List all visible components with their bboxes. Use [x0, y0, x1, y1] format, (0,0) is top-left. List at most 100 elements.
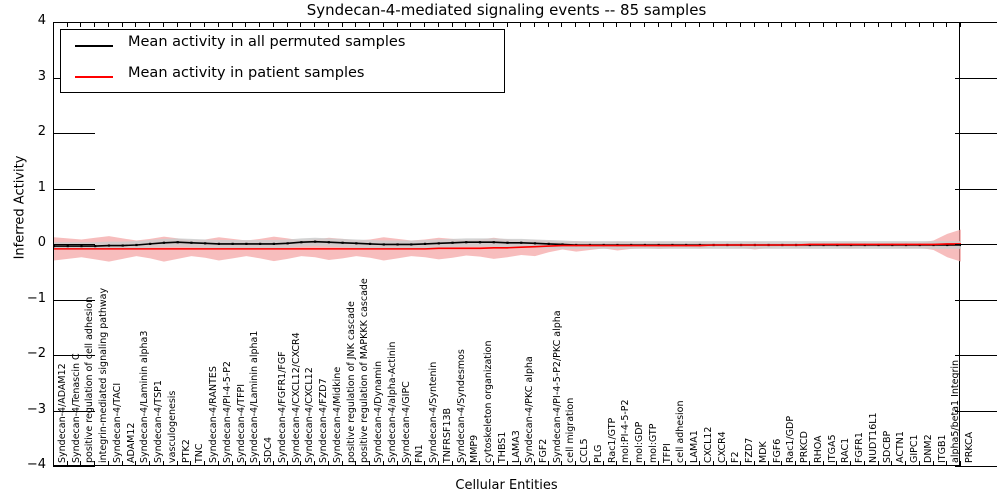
x-tick-mark: [382, 461, 384, 466]
x-tick-mark: [492, 461, 494, 466]
x-tick-label: Syndecan-4/RANTES: [208, 366, 220, 463]
x-tick-mark: [204, 22, 206, 27]
x-tick-mark: [960, 22, 961, 27]
x-tick-mark: [355, 461, 357, 466]
y-tick-mark: [53, 22, 95, 23]
y-tick-mark: [53, 410, 95, 412]
x-tick-label: MMP9: [469, 434, 481, 463]
x-tick-mark: [533, 461, 535, 466]
x-tick-label: Syndecan-4/TSP1: [153, 380, 165, 463]
x-tick-mark: [767, 461, 769, 466]
x-tick-mark: [877, 461, 879, 466]
x-tick-mark: [712, 461, 714, 466]
plot-svg: [54, 229, 961, 262]
x-tick-label: Syndecan-4/FZD7: [318, 378, 330, 463]
x-tick-mark: [932, 22, 934, 27]
x-tick-label: Syndecan-4/Dynamin: [373, 361, 385, 463]
x-tick-label: RHOA: [812, 435, 824, 463]
x-tick-mark: [327, 22, 329, 27]
x-tick-label: CXCL12: [702, 426, 714, 463]
x-tick-mark: [506, 461, 508, 466]
x-tick-mark: [424, 461, 426, 466]
y-tick-label: 4: [37, 13, 46, 28]
x-tick-mark: [107, 22, 109, 27]
x-tick-mark: [740, 22, 742, 27]
y-tick-mark: [53, 299, 95, 301]
x-tick-mark: [657, 22, 659, 27]
x-tick-mark: [204, 461, 206, 466]
x-tick-label: alpha5/beta1 Integrin: [950, 359, 962, 463]
x-tick-mark: [465, 22, 467, 27]
x-tick-label: THBS1: [496, 431, 508, 463]
x-tick-label: Syndecan-4/TACI: [111, 382, 123, 463]
x-tick-mark: [162, 461, 164, 466]
y-tick-mark: [955, 22, 997, 23]
x-tick-label: Syndecan-4/GIPC: [400, 381, 412, 463]
x-tick-mark: [53, 461, 54, 466]
x-tick-mark: [176, 461, 178, 466]
x-tick-label: Rac1/GDP: [785, 415, 797, 463]
x-tick-label: CXCR4: [716, 431, 728, 463]
chart-title: Syndecan-4-mediated signaling events -- …: [306, 1, 707, 19]
x-tick-label: FGF6: [771, 438, 783, 463]
x-tick-mark: [107, 461, 109, 466]
x-axis-label: Cellular Entities: [455, 478, 558, 493]
x-tick-label: Syndecan-4/Syndesmos: [455, 349, 467, 463]
x-tick-mark: [795, 22, 797, 27]
x-tick-mark: [341, 461, 343, 466]
x-tick-mark: [245, 461, 247, 466]
x-tick-mark: [891, 461, 893, 466]
y-tick-mark: [955, 133, 997, 134]
x-tick-mark: [341, 22, 343, 27]
x-tick-mark: [231, 22, 233, 27]
legend-entry: Mean activity in all permuted samples: [61, 30, 504, 61]
x-tick-mark: [630, 461, 632, 466]
x-tick-mark: [190, 22, 192, 27]
x-tick-mark: [369, 22, 371, 27]
y-tick-mark: [955, 355, 997, 356]
x-tick-mark: [918, 461, 920, 466]
x-tick-label: positive regulation of cell adhesion: [84, 296, 96, 463]
x-tick-mark: [753, 22, 755, 27]
plot-area: [53, 22, 961, 466]
x-tick-mark: [396, 461, 398, 466]
x-tick-mark: [850, 22, 852, 27]
x-tick-label: FGF2: [537, 438, 549, 463]
legend-label: Mean activity in patient samples: [128, 65, 365, 81]
x-tick-mark: [259, 461, 261, 466]
x-tick-label: SDCBP: [881, 430, 893, 463]
x-tick-mark: [561, 461, 563, 466]
x-tick-mark: [781, 461, 783, 466]
x-tick-label: ACTN1: [895, 431, 907, 463]
x-tick-mark: [369, 461, 371, 466]
x-tick-mark: [685, 22, 687, 27]
x-tick-mark: [66, 461, 68, 466]
x-tick-label: Syndecan-4/Laminin alpha3: [139, 330, 151, 463]
legend-label: Mean activity in all permuted samples: [128, 34, 406, 50]
x-tick-mark: [121, 461, 123, 466]
x-tick-mark: [314, 461, 316, 466]
x-tick-mark: [80, 461, 82, 466]
x-tick-mark: [863, 461, 865, 466]
x-tick-mark: [836, 22, 838, 27]
x-tick-mark: [300, 22, 302, 27]
x-tick-mark: [327, 461, 329, 466]
x-tick-mark: [753, 461, 755, 466]
x-tick-label: PRKCA: [964, 431, 975, 463]
x-tick-mark: [671, 461, 673, 466]
x-tick-label: integrin-mediated signaling pathway: [98, 287, 110, 463]
x-tick-mark: [451, 22, 453, 27]
x-tick-mark: [726, 461, 728, 466]
x-tick-label: Syndecan-4/ADAM12: [57, 363, 68, 463]
x-tick-mark: [671, 22, 673, 27]
legend-swatch: [75, 76, 113, 78]
x-tick-mark: [905, 461, 907, 466]
x-tick-label: Syndecan-4/alpha-Actinin: [386, 341, 398, 463]
x-tick-label: SDC4: [263, 436, 275, 463]
x-tick-label: cytoskeleton organization: [483, 340, 494, 463]
x-tick-label: PRKCD: [799, 431, 811, 463]
x-tick-mark: [410, 22, 412, 27]
x-tick-mark: [808, 461, 810, 466]
